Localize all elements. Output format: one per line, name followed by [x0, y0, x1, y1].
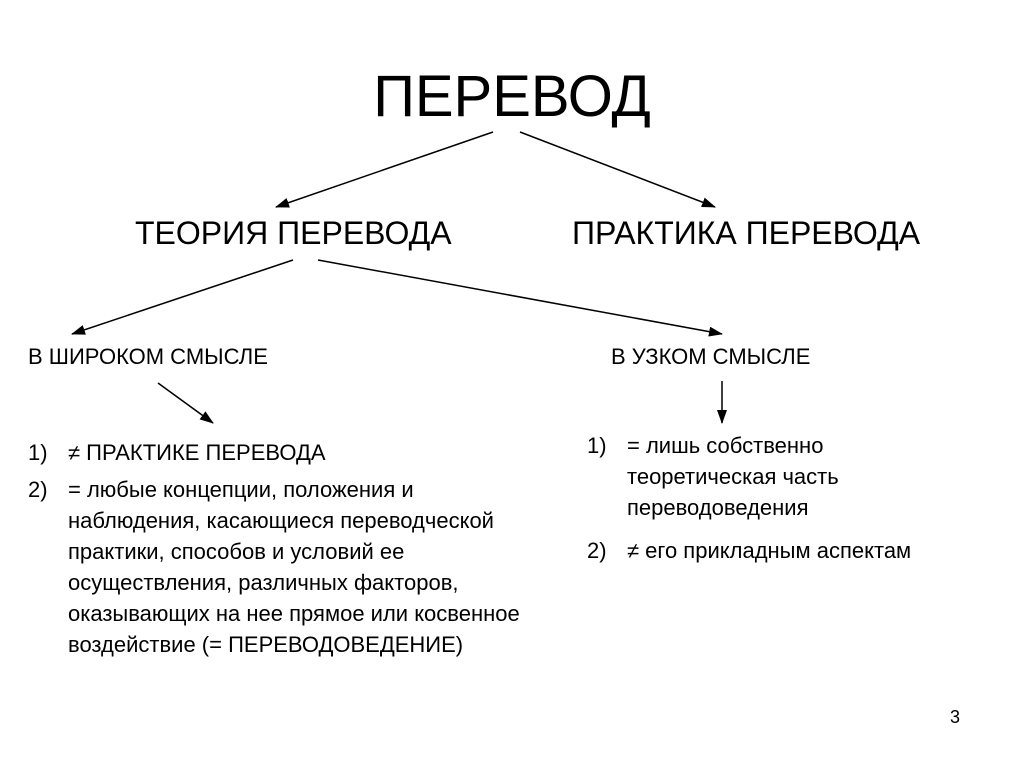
item-number: 1) — [587, 433, 607, 458]
sense-broad: В ШИРОКОМ СМЫСЛЕ — [28, 344, 268, 369]
arrow-to-theory — [275, 131, 494, 208]
list-item: 1) ≠ ПРАКТИКЕ ПЕРЕВОДА — [28, 437, 548, 468]
item-number: 2) — [28, 477, 48, 502]
list-item: 2) ≠ его прикладным аспектам — [587, 535, 987, 566]
item-text: ≠ его прикладным аспектам — [627, 538, 912, 563]
page-number: 3 — [950, 707, 961, 727]
branch-practice: ПРАКТИКА ПЕРЕВОДА — [572, 215, 921, 251]
arrow-to-practice — [519, 131, 716, 208]
item-text: = лишь собственно теоретическая часть пе… — [627, 433, 839, 520]
arrow-to-broad-list — [157, 382, 214, 424]
list-item: 1) = лишь собственно теоретическая часть… — [587, 430, 987, 523]
item-text: ≠ ПРАКТИКЕ ПЕРЕВОДА — [68, 440, 326, 465]
list-item: 2) = любые концепции, положения и наблюд… — [28, 474, 548, 660]
sense-narrow: В УЗКОМ СМЫСЛЕ — [611, 344, 811, 369]
branch-theory: ТЕОРИЯ ПЕРЕВОДА — [135, 215, 452, 251]
item-number: 1) — [28, 440, 48, 465]
narrow-sense-list: 1) = лишь собственно теоретическая часть… — [587, 430, 987, 566]
page-title: ПЕРЕВОД — [373, 64, 651, 129]
arrow-to-narrow-sense — [317, 259, 723, 337]
arrow-to-broad-sense — [71, 259, 294, 335]
item-text: = любые концепции, положения и наблюдени… — [68, 477, 520, 657]
item-number: 2) — [587, 538, 607, 563]
broad-sense-list: 1) ≠ ПРАКТИКЕ ПЕРЕВОДА 2) = любые концеп… — [28, 437, 548, 660]
